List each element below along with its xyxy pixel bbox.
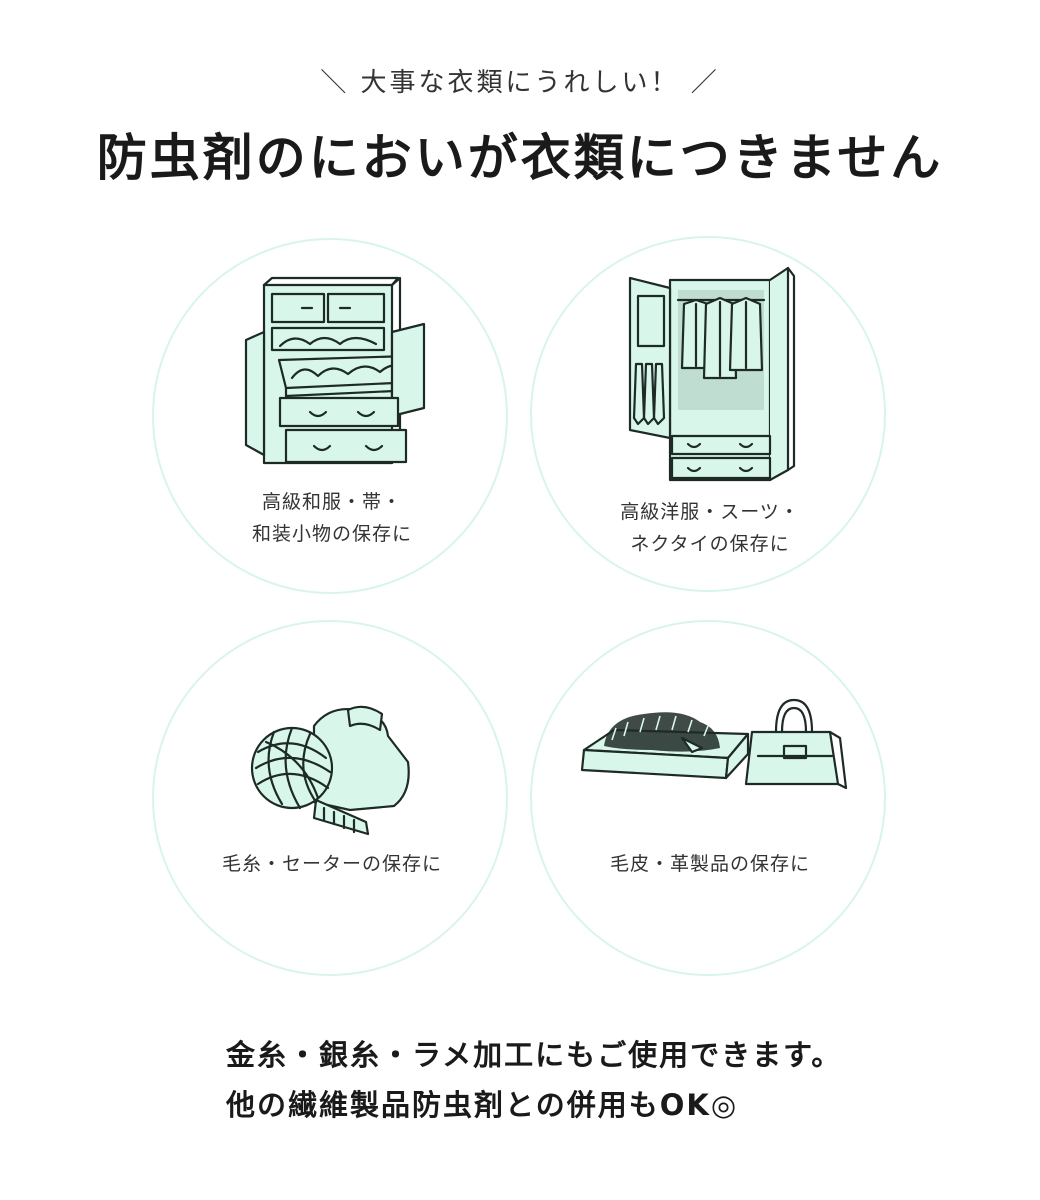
footer-line-1: 金糸・銀糸・ラメ加工にもご使用できます。 [226, 1038, 843, 1072]
caption-line: 毛皮・革製品の保存に [609, 853, 810, 875]
page-title: 防虫剤のにおいが衣類につきません [96, 129, 944, 187]
footer-line-2: 他の繊維製品防虫剤との併用もOK◎ [226, 1088, 739, 1122]
fur-handbag-icon [580, 698, 848, 790]
use-card-kimono: 高級和服・帯・ 和装小物の保存に [152, 238, 508, 594]
caption-line: ネクタイの保存に [630, 533, 790, 555]
wardrobe-icon [628, 266, 796, 482]
caption-line: 和装小物の保存に [251, 523, 412, 545]
tansu-chest-icon [244, 276, 426, 465]
use-caption: 毛皮・革製品の保存に [532, 848, 888, 880]
use-card-knit: 毛糸・セーターの保存に [152, 620, 508, 976]
caption-line: 毛糸・セーターの保存に [221, 853, 442, 875]
yarn-sweater-icon [250, 705, 410, 836]
use-caption: 高級和服・帯・ 和装小物の保存に [154, 486, 510, 550]
caption-line: 高級洋服・スーツ・ [620, 501, 800, 523]
use-caption: 高級洋服・スーツ・ ネクタイの保存に [532, 496, 888, 560]
caption-line: 高級和服・帯・ [261, 491, 402, 513]
use-card-fur-leather: 毛皮・革製品の保存に [530, 620, 886, 976]
subtitle: ＼ 大事な衣類にうれしい！ ／ [320, 68, 720, 98]
use-card-suits: 高級洋服・スーツ・ ネクタイの保存に [530, 236, 886, 592]
footer-notes: 金糸・銀糸・ラメ加工にもご使用できます。 他の繊維製品防虫剤との併用もOK◎ [226, 1030, 842, 1130]
use-caption: 毛糸・セーターの保存に [154, 848, 510, 880]
